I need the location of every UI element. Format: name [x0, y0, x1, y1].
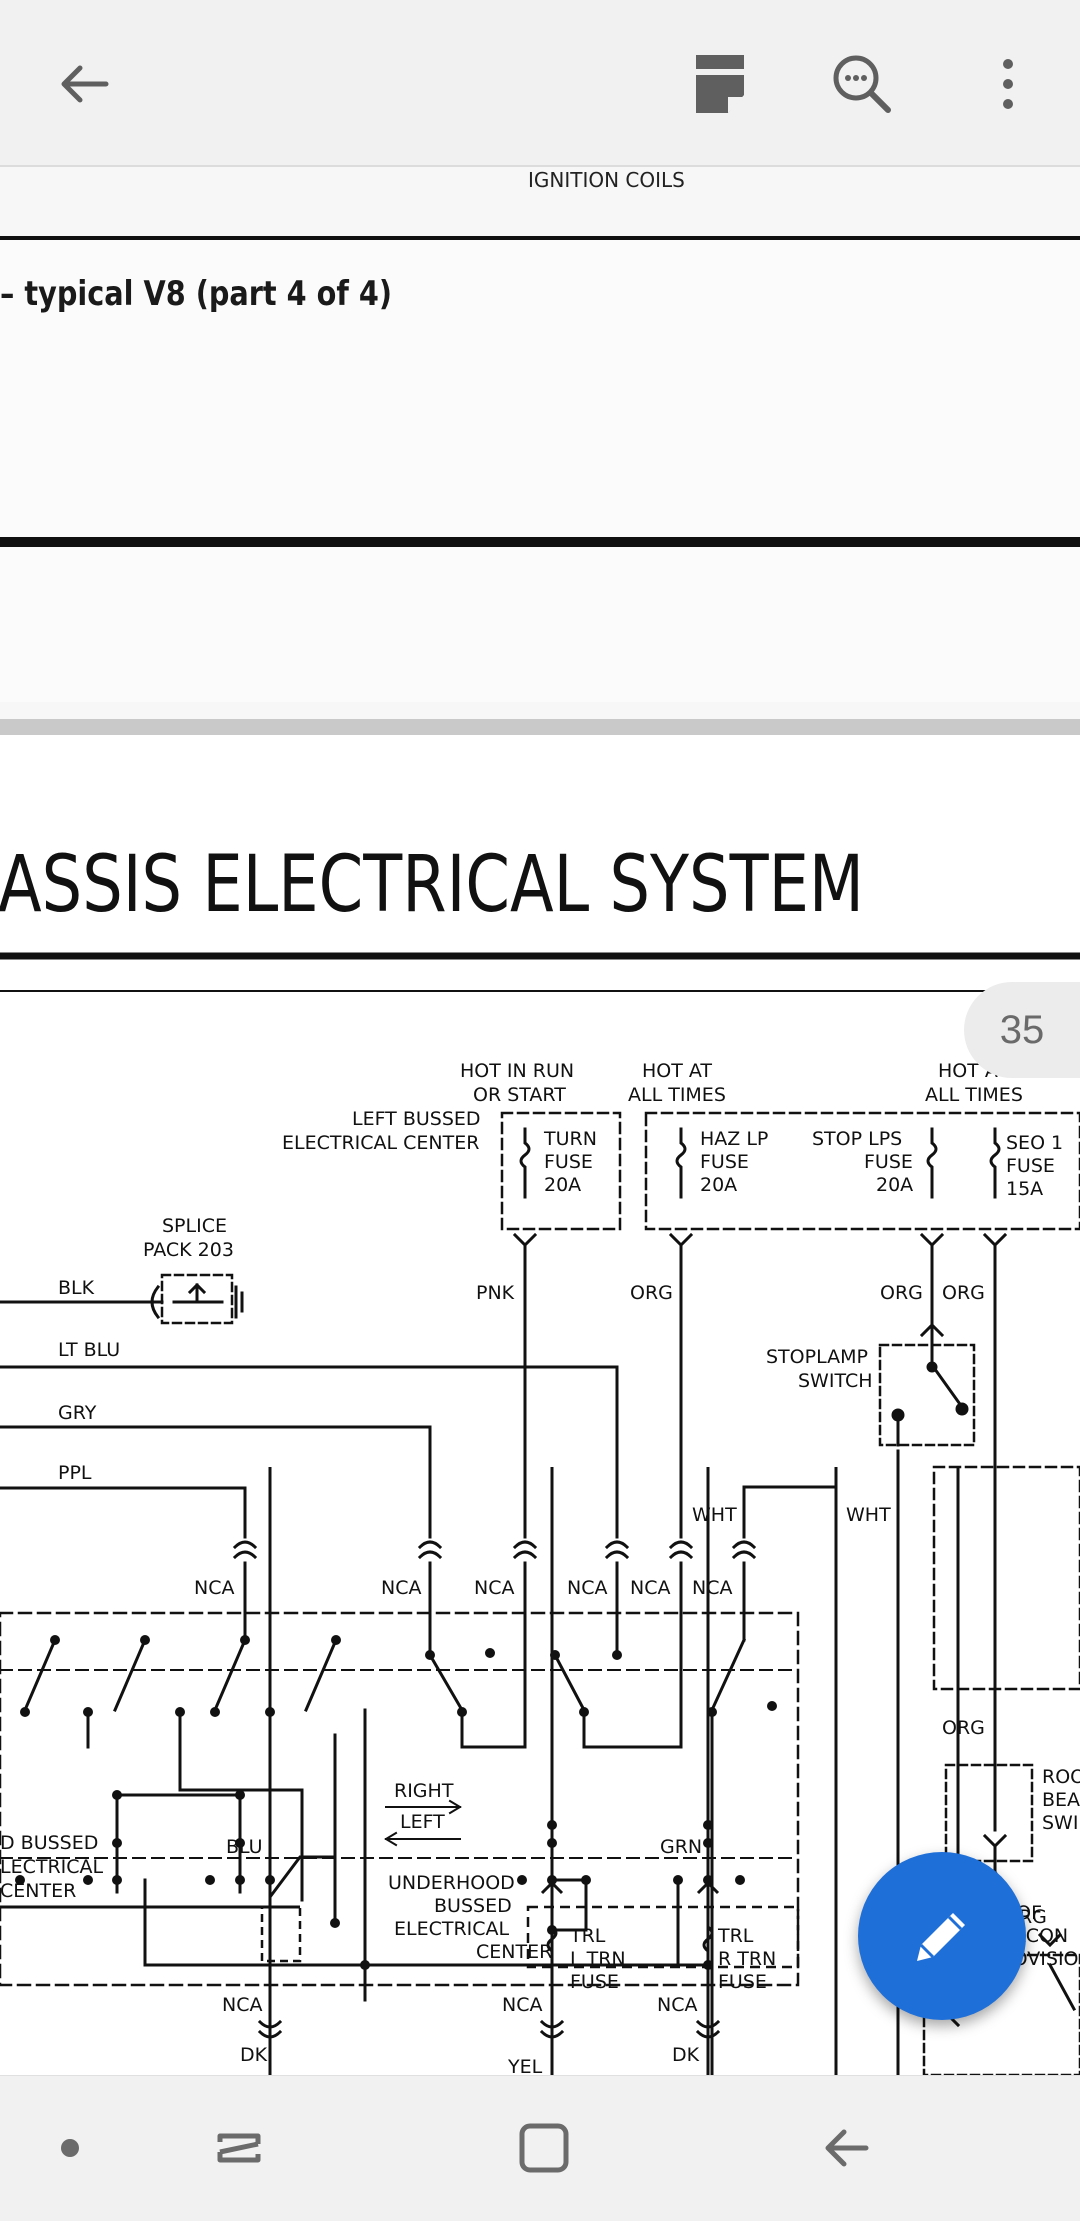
- svg-text:NCA: NCA: [567, 1577, 607, 1599]
- svg-text:R TRN: R TRN: [718, 1948, 776, 1970]
- svg-text:ALL TIMES: ALL TIMES: [925, 1084, 1023, 1106]
- svg-text:UNDERHOOD: UNDERHOOD: [388, 1872, 515, 1894]
- svg-text:15A: 15A: [1006, 1178, 1043, 1200]
- svg-text:BLU: BLU: [226, 1836, 263, 1858]
- more-vert-icon: [1003, 59, 1013, 109]
- svg-text:RIGHT: RIGHT: [394, 1780, 454, 1802]
- svg-text:TURN: TURN: [543, 1128, 597, 1150]
- svg-text:OR START: OR START: [473, 1084, 566, 1106]
- svg-text:ORG: ORG: [942, 1282, 985, 1304]
- page-number: 35: [999, 1007, 1045, 1052]
- svg-text:NCA: NCA: [630, 1577, 670, 1599]
- svg-text:PPL: PPL: [58, 1462, 92, 1484]
- home-square-icon: [519, 2123, 569, 2173]
- nav-back-button[interactable]: [796, 2098, 896, 2198]
- svg-text:20A: 20A: [544, 1174, 581, 1196]
- svg-text:HOT AT: HOT AT: [642, 1060, 712, 1082]
- wiring-diagram: HOT IN RUN OR START HOT AT ALL TIMES HOT…: [0, 1060, 1080, 2075]
- page-separator: [0, 719, 1080, 735]
- svg-text:TRL: TRL: [569, 1925, 606, 1947]
- svg-text:TRL: TRL: [717, 1925, 754, 1947]
- svg-text:NCA: NCA: [692, 1577, 732, 1599]
- edit-button[interactable]: [858, 1852, 1026, 2020]
- svg-text:SPLICE: SPLICE: [162, 1215, 227, 1237]
- svg-text:NCA: NCA: [502, 1994, 542, 2016]
- svg-text:PACK 203: PACK 203: [143, 1239, 234, 1261]
- top-toolbar: [0, 0, 1080, 167]
- svg-text:GRY: GRY: [58, 1402, 97, 1424]
- page1-caption: – typical V8 (part 4 of 4): [0, 274, 392, 314]
- page-view-icon: [696, 55, 744, 113]
- svg-text:D BUSSED: D BUSSED: [0, 1832, 98, 1854]
- recent-apps-icon: [217, 2133, 261, 2163]
- svg-text:20A: 20A: [876, 1174, 913, 1196]
- svg-text:FUSE: FUSE: [864, 1151, 913, 1173]
- svg-text:SWITCH: SWITCH: [798, 1370, 873, 1392]
- svg-text:PNK: PNK: [476, 1282, 515, 1304]
- back-button[interactable]: [42, 42, 126, 126]
- svg-text:SEO 1: SEO 1: [1006, 1132, 1063, 1154]
- svg-text:SWI: SWI: [1042, 1812, 1078, 1834]
- svg-text:WHT: WHT: [846, 1504, 891, 1526]
- svg-text:BEA: BEA: [1042, 1789, 1080, 1811]
- svg-text:ELECTRICAL: ELECTRICAL: [394, 1918, 510, 1940]
- home-button[interactable]: [494, 2098, 594, 2198]
- svg-text:STOP LPS: STOP LPS: [812, 1128, 902, 1150]
- system-navigation-bar: [0, 2075, 1080, 2221]
- search-button[interactable]: [820, 42, 904, 126]
- svg-text:ROO: ROO: [1042, 1766, 1080, 1788]
- svg-text:FUSE: FUSE: [544, 1151, 593, 1173]
- svg-text:BUSSED: BUSSED: [434, 1895, 512, 1917]
- svg-text:CENTER: CENTER: [476, 1941, 552, 1963]
- svg-text:FUSE: FUSE: [700, 1151, 749, 1173]
- recent-apps-button[interactable]: [190, 2098, 290, 2198]
- svg-text:DK: DK: [672, 2044, 700, 2066]
- svg-text:ORG: ORG: [942, 1717, 985, 1739]
- svg-text:DK: DK: [240, 2044, 268, 2066]
- svg-text:LECTRICAL: LECTRICAL: [0, 1856, 104, 1878]
- svg-text:NCA: NCA: [657, 1994, 697, 2016]
- more-options-button[interactable]: [966, 42, 1050, 126]
- svg-text:L TRN: L TRN: [570, 1948, 626, 1970]
- svg-text:ELECTRICAL CENTER: ELECTRICAL CENTER: [282, 1132, 479, 1154]
- svg-text:NCA: NCA: [194, 1577, 234, 1599]
- svg-text:ORG: ORG: [880, 1282, 923, 1304]
- edit-pencil-icon: [917, 1913, 965, 1961]
- svg-text:FUSE: FUSE: [1006, 1155, 1055, 1177]
- nav-dot-button[interactable]: [20, 2098, 120, 2198]
- document-page-current: ASSIS ELECTRICAL SYSTEM HOT IN RUN OR ST…: [0, 735, 1080, 2075]
- svg-text:NCA: NCA: [381, 1577, 421, 1599]
- document-page-previous: IGNITION COILS – typical V8 (part 4 of 4…: [0, 167, 1080, 719]
- document-viewer[interactable]: IGNITION COILS – typical V8 (part 4 of 4…: [0, 167, 1080, 2075]
- svg-text:STOPLAMP: STOPLAMP: [766, 1346, 868, 1368]
- view-mode-button[interactable]: [678, 42, 762, 126]
- page1-top-label: IGNITION COILS: [528, 168, 685, 192]
- arrow-left-icon: [61, 65, 109, 103]
- svg-text:NCA: NCA: [222, 1994, 262, 2016]
- nav-back-icon: [825, 2129, 869, 2167]
- dot-icon: [61, 2139, 79, 2157]
- svg-text:HAZ LP: HAZ LP: [700, 1128, 768, 1150]
- page-number-badge: 35: [964, 982, 1080, 1078]
- svg-text:WHT: WHT: [692, 1504, 737, 1526]
- svg-text:YEL: YEL: [507, 2056, 543, 2075]
- svg-text:BLK: BLK: [58, 1277, 95, 1299]
- svg-text:GRN: GRN: [660, 1836, 702, 1858]
- page-heading: ASSIS ELECTRICAL SYSTEM: [0, 840, 864, 930]
- svg-text:LEFT BUSSED: LEFT BUSSED: [352, 1108, 481, 1130]
- svg-text:ORG: ORG: [630, 1282, 673, 1304]
- svg-text:CENTER: CENTER: [0, 1880, 76, 1902]
- svg-text:ALL TIMES: ALL TIMES: [628, 1084, 726, 1106]
- svg-text:LEFT: LEFT: [400, 1811, 445, 1833]
- svg-text:LT BLU: LT BLU: [58, 1339, 120, 1361]
- svg-text:FUSE: FUSE: [718, 1971, 767, 1993]
- svg-text:NCA: NCA: [474, 1577, 514, 1599]
- svg-text:20A: 20A: [700, 1174, 737, 1196]
- svg-text:FUSE: FUSE: [570, 1971, 619, 1993]
- svg-text:HOT IN RUN: HOT IN RUN: [460, 1060, 574, 1082]
- search-icon: [833, 55, 891, 113]
